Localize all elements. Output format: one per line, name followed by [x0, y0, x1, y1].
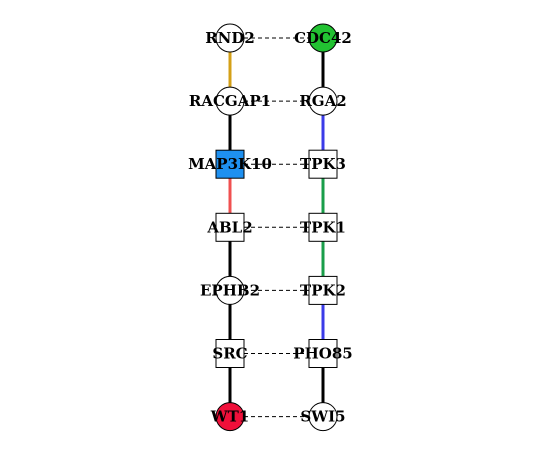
node-cdc42[interactable]: CDC42 [294, 23, 352, 53]
node-label: CDC42 [294, 29, 352, 47]
node-ephb2[interactable]: EPHB2 [200, 275, 260, 305]
node-map3k10[interactable]: MAP3K10 [188, 149, 272, 179]
node-src[interactable]: SRC [212, 339, 248, 368]
node-shape-circle [215, 23, 245, 53]
node-shape-square [308, 275, 338, 305]
node-label: PHO85 [293, 345, 352, 363]
node-label: TPK3 [300, 155, 346, 173]
node-abl2[interactable]: ABL2 [206, 212, 253, 242]
node-shape-square [215, 339, 245, 368]
node-label: TPK2 [300, 281, 346, 299]
node-pho85[interactable]: PHO85 [293, 339, 353, 368]
node-shape-square [215, 149, 245, 179]
node-tpk1[interactable]: TPK1 [300, 212, 346, 242]
node-shape-square [308, 339, 338, 368]
ortholog-links [230, 37, 323, 418]
node-label: RND2 [205, 29, 255, 47]
node-label: TPK1 [300, 218, 346, 236]
node-shape-circle [215, 402, 245, 432]
node-rga2[interactable]: RGA2 [299, 86, 347, 116]
node-shape-circle [308, 23, 338, 53]
node-label: RACGAP1 [189, 92, 271, 110]
node-shape-square [308, 149, 338, 179]
node-wt1[interactable]: WT1 [210, 402, 249, 432]
node-label: SWI5 [300, 408, 345, 426]
node-tpk2[interactable]: TPK2 [300, 275, 346, 305]
node-swi5[interactable]: SWI5 [300, 402, 346, 432]
node-shape-square [308, 212, 338, 242]
node-shape-circle [215, 275, 245, 305]
node-label: ABL2 [206, 218, 252, 236]
node-label: MAP3K10 [188, 155, 272, 173]
node-shape-square [215, 212, 245, 242]
node-tpk3[interactable]: TPK3 [300, 149, 346, 179]
node-rnd2[interactable]: RND2 [205, 23, 255, 53]
node-label: RGA2 [299, 92, 346, 110]
node-shape-circle [308, 402, 338, 432]
node-racgap1[interactable]: RACGAP1 [189, 86, 271, 116]
node-shape-circle [308, 86, 338, 116]
node-label: SRC [212, 345, 247, 363]
node-shape-circle [215, 86, 245, 116]
node-label: WT1 [210, 408, 249, 426]
node-label: EPHB2 [200, 281, 260, 299]
